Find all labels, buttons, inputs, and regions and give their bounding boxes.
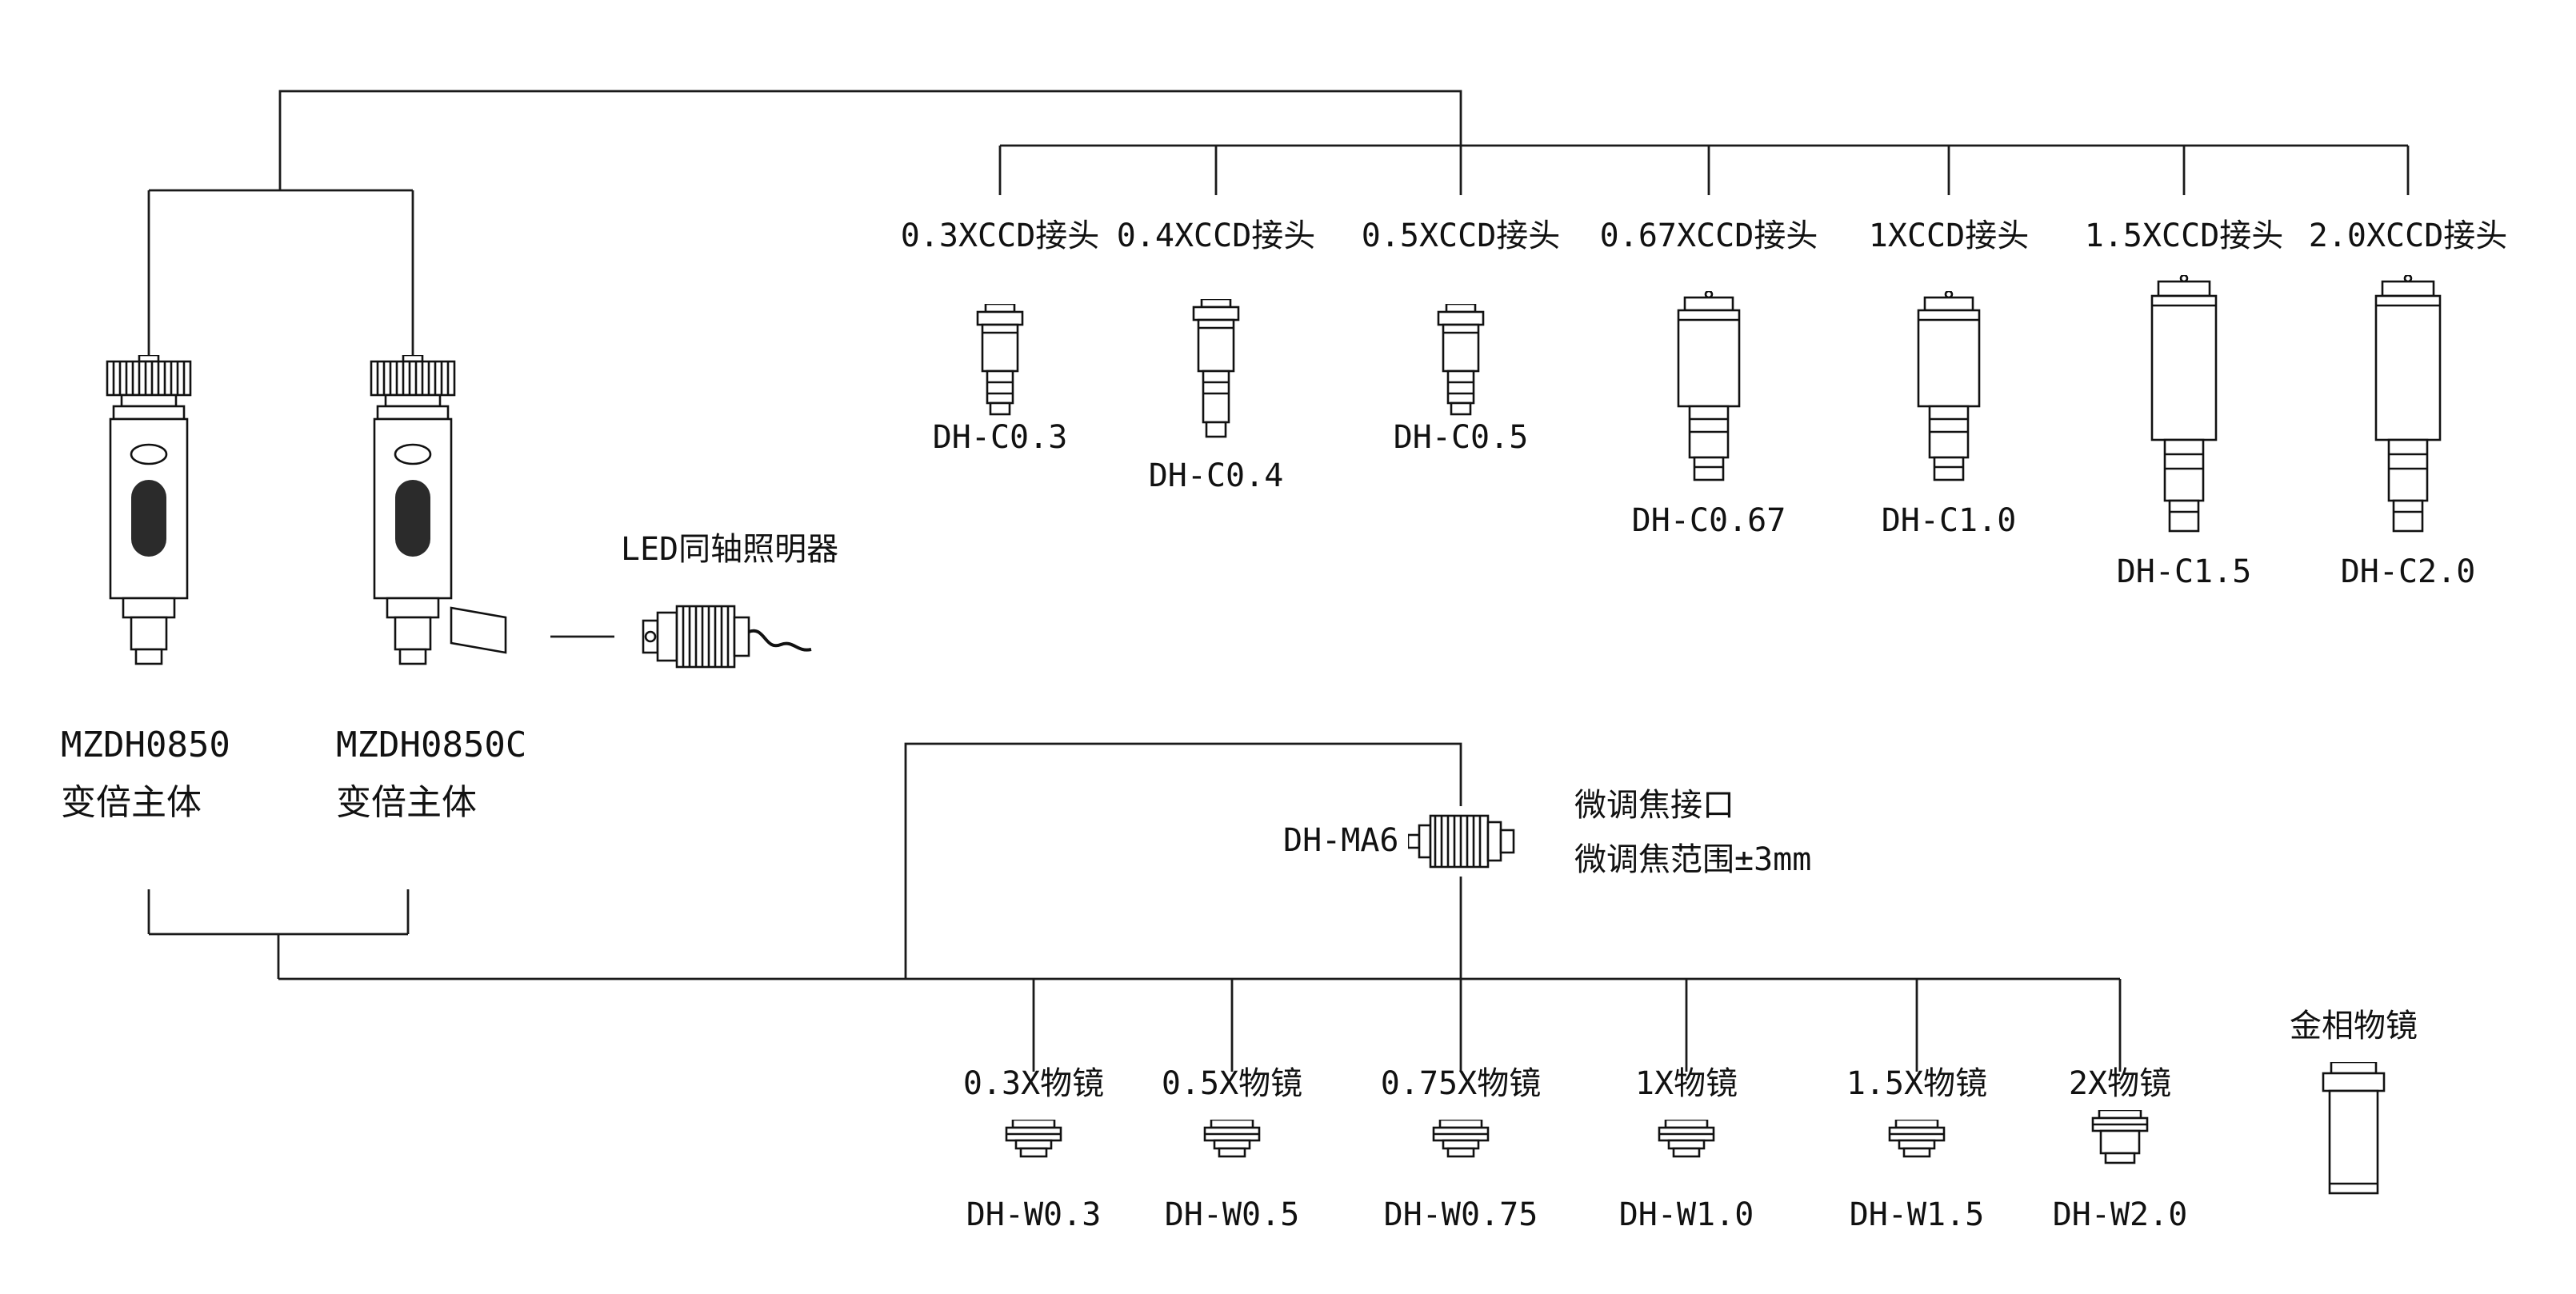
ccd-adapter-model: DH-C2.0: [2340, 552, 2476, 590]
objective-0.3x-figure: [1005, 1120, 1062, 1158]
objective-0.5x-figure: [1203, 1120, 1261, 1158]
ccd-adapter-0.67x-figure: [1677, 291, 1741, 481]
objective-model: DH-W0.75: [1383, 1195, 1538, 1233]
zoom-body-left-type: 变倍主体: [61, 784, 202, 824]
ccd-adapter-0.4x-figure: [1192, 299, 1240, 438]
objective-title: 2X物镜: [2068, 1064, 2172, 1102]
objective-0.75x-figure: [1432, 1120, 1490, 1158]
objective-title: 1X物镜: [1634, 1064, 1738, 1102]
metallurgical-objective-figure: [2322, 1062, 2386, 1195]
bottom-connector-tree: [147, 742, 2122, 1072]
objective-2x-figure: [2091, 1110, 2149, 1164]
ccd-adapter-title: 2.0XCCD接头: [2308, 216, 2508, 254]
ccd-adapter-title: 0.67XCCD接头: [1599, 216, 1818, 254]
power-wire: [748, 629, 812, 652]
ccd-adapter-2.0x-figure: [2374, 275, 2442, 533]
zoom-body-left-figure: [106, 355, 192, 665]
ccd-adapter-0.3x-figure: [976, 304, 1024, 416]
set-screw: [1408, 833, 1421, 849]
ccd-adapter-1.5x-figure: [2150, 275, 2218, 533]
objective-title: 0.75X物镜: [1380, 1064, 1542, 1102]
ccd-adapter-model: DH-C1.0: [1881, 501, 2017, 539]
ccd-adapter-title: 0.3XCCD接头: [900, 216, 1100, 254]
fine-focus-adapter-model: DH-MA6: [1283, 821, 1399, 859]
objective-1x-figure: [1658, 1120, 1715, 1158]
zoom-body-right-model: MZDH0850C: [336, 726, 527, 766]
ccd-adapter-title: 1XCCD接头: [1868, 216, 2030, 254]
ccd-adapter-title: 0.5XCCD接头: [1361, 216, 1561, 254]
side-port-horn: [450, 606, 507, 654]
objective-title: 0.5X物镜: [1161, 1064, 1303, 1102]
zoom-body-right-type: 变倍主体: [336, 784, 478, 824]
zoom-body-right-figure: [370, 355, 507, 665]
objective-model: DH-W2.0: [2052, 1195, 2188, 1233]
led-illuminator-label: LED同轴照明器: [620, 529, 839, 568]
ccd-adapter-model: DH-C0.67: [1631, 501, 1786, 539]
objective-model: DH-W1.0: [1618, 1195, 1754, 1233]
fine-focus-adapter-figure: [1408, 814, 1515, 869]
metallurgical-objective-title: 金相物镜: [2290, 1006, 2418, 1044]
fine-focus-note-line2: 微调焦范围±3mm: [1574, 840, 1812, 878]
ccd-adapter-model: DH-C0.4: [1148, 456, 1284, 494]
objective-model: DH-W1.5: [1849, 1195, 1985, 1233]
objective-title: 1.5X物镜: [1846, 1064, 1988, 1102]
ccd-adapter-title: 0.4XCCD接头: [1116, 216, 1316, 254]
ccd-adapter-model: DH-C0.3: [932, 417, 1068, 456]
ccd-adapter-model: DH-C0.5: [1393, 417, 1529, 456]
objective-title: 0.3X物镜: [962, 1064, 1105, 1102]
ccd-adapter-1x-figure: [1917, 291, 1981, 481]
ccd-adapter-model: DH-C1.5: [2116, 552, 2252, 590]
objective-model: DH-W0.3: [966, 1195, 1102, 1233]
objective-1.5x-figure: [1888, 1120, 1946, 1158]
fine-focus-note-line1: 微调焦接口: [1574, 785, 1734, 824]
led-illuminator-figure: [642, 605, 812, 669]
objective-model: DH-W0.5: [1164, 1195, 1300, 1233]
ccd-adapter-0.5x-figure: [1437, 304, 1485, 416]
top-connector-tree: [147, 90, 2410, 355]
ccd-adapter-title: 1.5XCCD接头: [2084, 216, 2284, 254]
zoom-body-left-model: MZDH0850: [61, 726, 230, 766]
